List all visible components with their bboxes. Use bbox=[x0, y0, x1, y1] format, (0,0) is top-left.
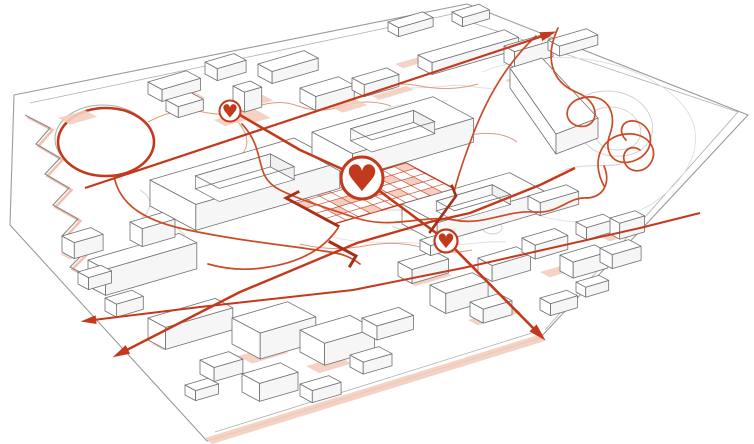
building-block bbox=[165, 92, 204, 118]
arrowhead bbox=[112, 345, 131, 358]
building-block bbox=[559, 244, 609, 279]
building-block bbox=[361, 306, 414, 341]
heart-badge-east[interactable]: ♥ bbox=[433, 228, 459, 254]
route-network bbox=[80, 31, 701, 358]
building-block bbox=[257, 50, 319, 84]
building-block bbox=[387, 11, 434, 37]
building-block bbox=[311, 96, 474, 179]
heart-badge-circle bbox=[339, 155, 385, 201]
heart-icon: ♥ bbox=[437, 229, 455, 253]
building-block bbox=[61, 227, 104, 260]
organic-routes bbox=[113, 27, 655, 271]
plaza-accents bbox=[282, 184, 458, 269]
arrowhead bbox=[539, 31, 557, 42]
building-block bbox=[149, 137, 341, 231]
building-block bbox=[129, 212, 176, 248]
building-block bbox=[231, 301, 317, 360]
building-block bbox=[77, 264, 112, 291]
building-block bbox=[451, 3, 490, 28]
building-block bbox=[351, 67, 400, 97]
building-block bbox=[147, 70, 201, 102]
building-blocks bbox=[61, 3, 645, 404]
building-block bbox=[204, 53, 247, 81]
route-boulevard-upper bbox=[80, 212, 701, 324]
heart-icon: ♥ bbox=[222, 102, 239, 123]
pond bbox=[54, 104, 156, 178]
building-block bbox=[349, 346, 393, 375]
building-block bbox=[299, 314, 376, 366]
heart-badge-circle bbox=[218, 99, 242, 123]
building-block bbox=[609, 210, 645, 240]
arrowhead bbox=[80, 315, 97, 324]
building-block bbox=[429, 272, 489, 314]
building-block bbox=[199, 351, 244, 382]
building-block bbox=[575, 213, 614, 241]
building-block bbox=[509, 57, 599, 155]
building-block bbox=[575, 274, 610, 298]
building-block bbox=[241, 362, 299, 402]
heart-badge-main[interactable]: ♥ bbox=[339, 155, 385, 201]
route-axis-northeast bbox=[84, 31, 557, 190]
heart-icon: ♥ bbox=[346, 157, 379, 200]
heart-badge-north[interactable]: ♥ bbox=[218, 99, 242, 123]
building-block bbox=[184, 377, 220, 402]
building-block bbox=[539, 289, 578, 317]
heart-badge-circle bbox=[433, 228, 459, 254]
building-block bbox=[401, 172, 546, 244]
route-boulevard-lower bbox=[112, 166, 576, 358]
heart-badges: ♥ ♥ ♥ bbox=[218, 99, 459, 254]
arrowhead bbox=[529, 324, 546, 341]
building-block bbox=[547, 28, 599, 57]
building-block bbox=[232, 80, 263, 113]
building-block bbox=[599, 239, 642, 270]
building-block bbox=[299, 375, 342, 404]
